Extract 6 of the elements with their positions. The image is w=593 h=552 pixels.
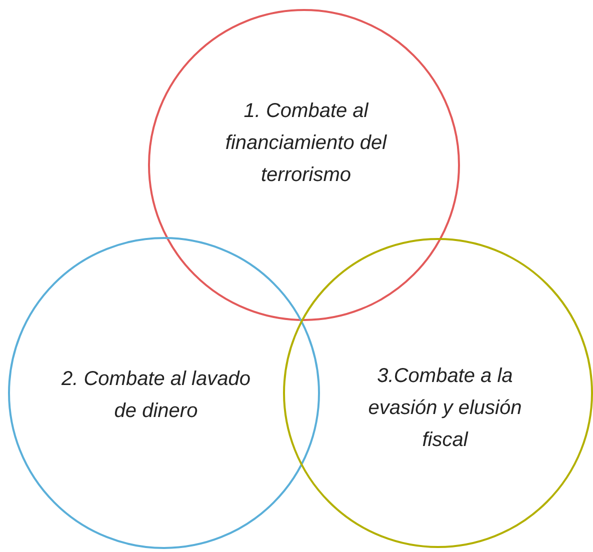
venn-circle — [283, 238, 593, 548]
venn-circle — [148, 9, 460, 321]
circle-label: 2. Combate al lavado de dinero — [60, 367, 252, 424]
venn-circle — [8, 237, 320, 549]
circle-label: 1. Combate al financiamiento del terrorismo — [224, 99, 388, 188]
circle-label: 3.Combate a la evasión y elusión fiscal — [367, 364, 523, 453]
